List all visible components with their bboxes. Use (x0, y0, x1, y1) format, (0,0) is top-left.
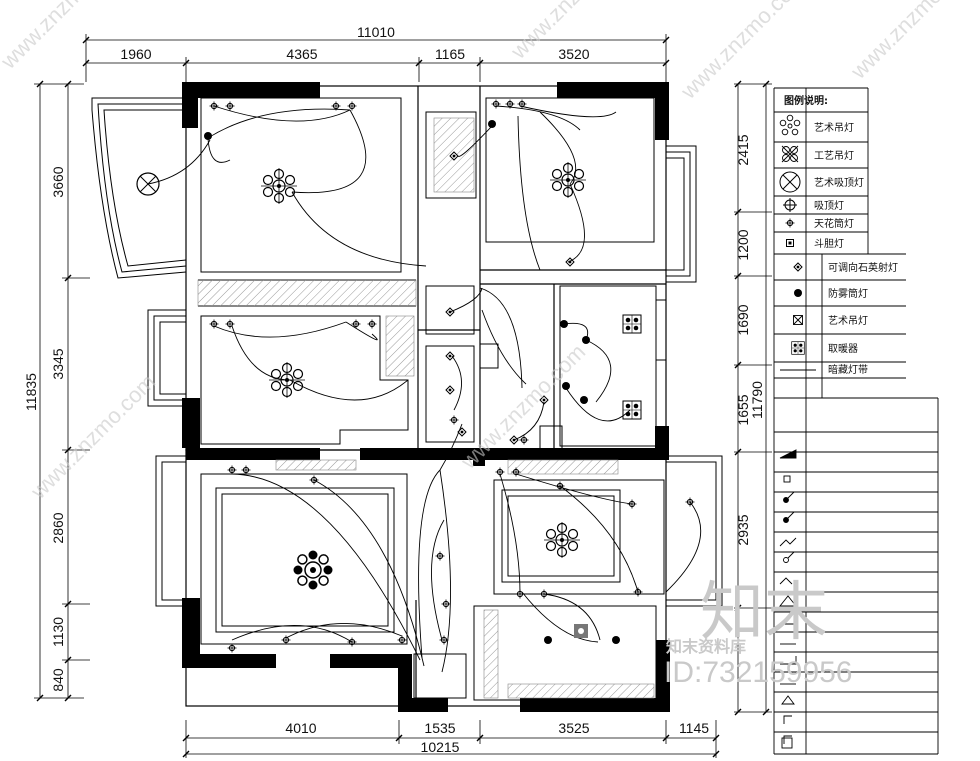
dim-bottom-2: 1535 (424, 720, 455, 736)
dim-right-5: 2935 (735, 514, 751, 545)
legend-label-ceiling-lamp: 吸顶灯 (814, 200, 844, 212)
wiring (147, 105, 702, 673)
legend-label-spotlight: 斗胆灯 (814, 238, 844, 250)
legend-label-concealed-strip: 暗藏灯带 (828, 363, 868, 376)
dim-right-2: 1200 (735, 229, 751, 260)
legend-labels: 图例说明: 艺术吊灯 工艺吊灯 艺术吸顶灯 吸顶灯 天花筒灯 斗胆灯 可调向石英… (784, 94, 898, 376)
dimension-lines (34, 34, 772, 758)
legend-spotlight-icon (786, 239, 794, 247)
dim-bottom-4: 1145 (679, 720, 709, 736)
dim-left-2: 3345 (50, 348, 66, 379)
bath-heater-2-icon (622, 400, 642, 420)
legend-label-art-pendant-small: 艺术吊灯 (828, 315, 868, 327)
dim-left-3: 2860 (50, 512, 66, 543)
legend-downlight-icon (785, 218, 795, 228)
legend-fog-proof-icon (794, 289, 802, 297)
dim-left-1: 3660 (50, 166, 66, 197)
watermark-site-1: www.znzmo.com (25, 369, 160, 504)
watermark-id: ID:732159956 (664, 656, 853, 689)
watermark-brand: 知末资料库 (666, 637, 746, 656)
legend-title: 图例说明: (784, 94, 828, 107)
art-pendant-dining-icon (543, 521, 581, 559)
legend-ceiling-lamp-icon (782, 197, 798, 213)
legend-art-ceiling-lamp-icon (779, 171, 801, 193)
fixtures (136, 99, 695, 653)
art-ceiling-lamp-balcony-icon (136, 172, 160, 196)
legend-art-pendant-small-icon (793, 315, 803, 325)
dim-left-total: 11835 (23, 373, 39, 411)
dim-right-1: 2415 (735, 134, 751, 165)
dimension-ticks (36, 36, 770, 758)
legend-label-adjustable-quartz: 可调向石英射灯 (828, 261, 898, 274)
dim-bottom-total: 10215 (421, 739, 460, 755)
watermark-site-4: www.znzmo.com (675, 0, 810, 104)
art-pendant-hall-icon (292, 549, 334, 591)
watermark-logo: 知末 (700, 576, 828, 648)
legend-label-bath-heater: 取暖器 (828, 342, 858, 355)
dim-left-5: 840 (50, 668, 66, 692)
legend-label-fog-proof: 防雾筒灯 (828, 287, 868, 300)
dim-left-4: 1130 (50, 617, 66, 647)
hatched-areas (197, 117, 655, 699)
dim-top-4: 3520 (558, 46, 589, 62)
art-pendant-master-icon (549, 161, 587, 199)
legend-label-downlight: 天花筒灯 (814, 217, 854, 230)
ceiling-outlines (200, 97, 667, 701)
legend-label-craft-pendant: 工艺吊灯 (814, 150, 854, 162)
legend-label-art-pendant: 艺术吊灯 (814, 122, 854, 134)
dim-right-total: 11790 (749, 381, 765, 419)
legend-craft-pendant-icon (781, 145, 799, 163)
art-pendant-bedroom-icon (268, 361, 306, 399)
legend-table (773, 87, 939, 755)
dimension-labels: 11010 1960 4365 1165 3520 11835 3660 334… (23, 24, 765, 755)
watermark-site-3: www.znzmo.com (845, 0, 980, 84)
dim-bottom-3: 3525 (558, 720, 589, 736)
legend-label-art-ceiling-lamp: 艺术吸顶灯 (814, 177, 864, 189)
switch-symbols (779, 449, 797, 749)
dim-bottom-1: 4010 (285, 720, 316, 736)
bay-windows (91, 97, 723, 607)
legend-adjustable-quartz-icon (793, 262, 803, 272)
art-pendant-living-icon (260, 167, 298, 205)
dim-top-2: 4365 (286, 46, 317, 62)
dim-right-4: 1655 (735, 394, 751, 425)
bath-heater-1-icon (622, 314, 642, 334)
dim-right-3: 1690 (735, 304, 751, 335)
dim-top-3: 1165 (435, 46, 465, 62)
dim-top-1: 1960 (120, 46, 151, 62)
legend-symbols (779, 114, 816, 371)
legend-art-pendant-icon (779, 114, 801, 136)
legend-bath-heater-icon (791, 341, 805, 355)
dim-top-total: 11010 (357, 24, 395, 40)
